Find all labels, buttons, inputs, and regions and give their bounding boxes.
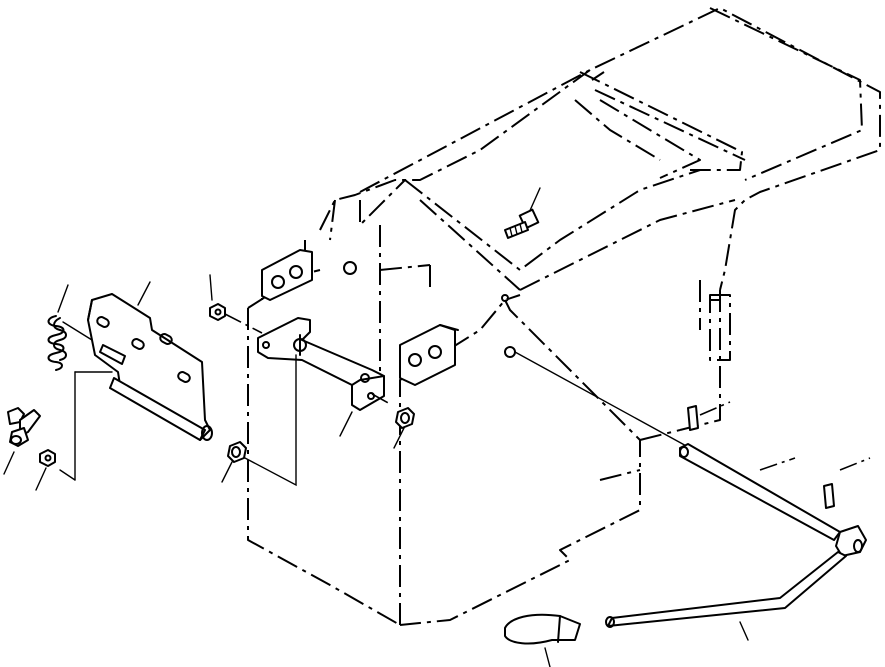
bushing-icon	[221, 441, 247, 483]
shaft-icon	[514, 351, 841, 541]
knob-icon	[504, 613, 581, 667]
bolt-icon	[504, 187, 541, 239]
nut-icon	[209, 274, 263, 334]
lever-rod-icon	[605, 525, 867, 641]
nut-icon-2	[35, 449, 56, 491]
washer-icon	[393, 407, 415, 449]
bracket-icon	[244, 317, 393, 487]
plate-icon	[59, 281, 213, 481]
lock-lever-icon	[3, 407, 41, 475]
frame-housing-icon	[247, 7, 881, 626]
